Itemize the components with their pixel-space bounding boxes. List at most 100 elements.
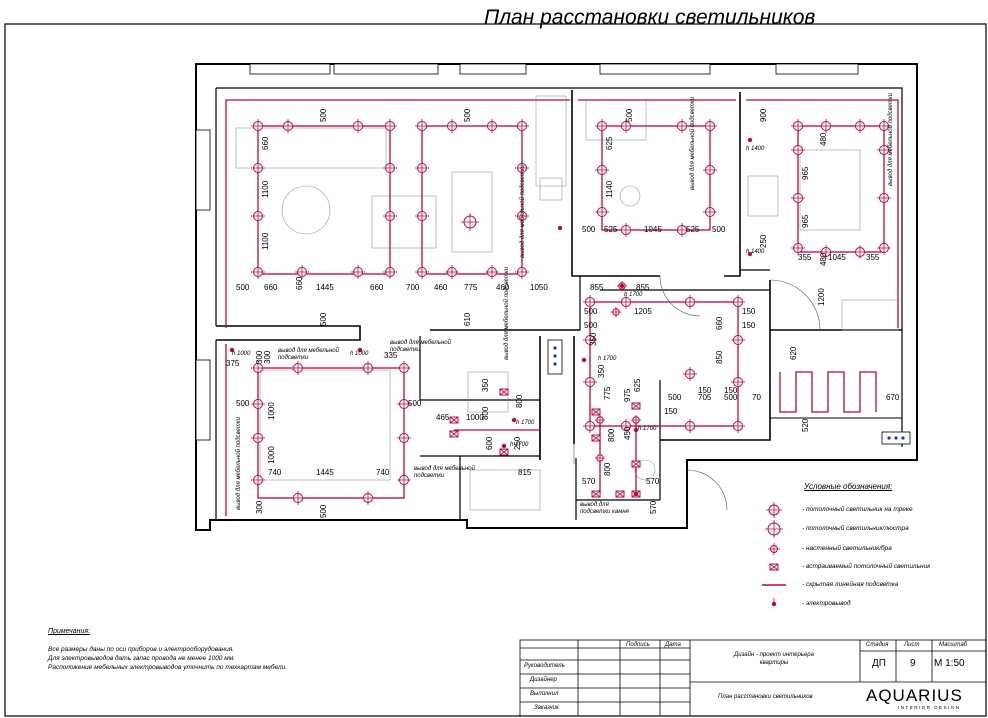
dimension-label: 150 bbox=[742, 307, 756, 316]
tb-drawing-name: План расстановки светильников bbox=[718, 694, 813, 700]
outlet-note: вывод для мебельной подсветки bbox=[504, 267, 510, 360]
recessed-light-icon bbox=[631, 402, 641, 410]
dimension-label: 570 bbox=[582, 477, 596, 486]
dimension-label: 660 bbox=[370, 283, 384, 292]
dimension-label: 500 bbox=[236, 283, 250, 292]
outlet-icon bbox=[619, 283, 625, 289]
track-light-icon bbox=[383, 161, 397, 175]
track-light-icon bbox=[683, 419, 697, 433]
dimension-label: 740 bbox=[376, 468, 390, 477]
outlet-icon bbox=[557, 225, 563, 231]
dimension-label: 355 bbox=[866, 253, 880, 262]
dimension-label: 900 bbox=[759, 108, 768, 122]
tb-scale-label: Масштаб bbox=[939, 642, 968, 648]
track-light-icon bbox=[675, 119, 689, 133]
furniture bbox=[235, 95, 899, 511]
dimension-label: 520 bbox=[801, 418, 810, 432]
dimension-label: 500 bbox=[584, 321, 598, 330]
recessed-light-icon bbox=[499, 388, 509, 396]
dimension-label: 500 bbox=[319, 312, 328, 326]
logo-subtitle: INTERIOR DESIGN bbox=[898, 705, 961, 710]
dimension-label: 250 bbox=[513, 436, 522, 450]
dimension-label: 610 bbox=[463, 312, 472, 326]
track-light-icon bbox=[703, 119, 717, 133]
height-label: h 1700 bbox=[516, 420, 535, 426]
dimension-label: 800 bbox=[481, 406, 490, 420]
track-light-icon bbox=[595, 205, 609, 219]
note-line: Для электровыводов дать запас провода не… bbox=[48, 655, 235, 662]
outlets bbox=[229, 137, 753, 497]
outlet-note: вывод для мебельной подсветки bbox=[888, 93, 894, 186]
fixtures-layer bbox=[251, 119, 891, 505]
dimension-label: 775 bbox=[464, 283, 478, 292]
dimension-label: 660 bbox=[295, 276, 304, 290]
track-light-icon bbox=[251, 161, 265, 175]
dimension-label: 150 bbox=[698, 386, 712, 395]
track-light-icon bbox=[731, 333, 745, 347]
dimension-label: 1000 bbox=[267, 446, 276, 464]
track-light-icon bbox=[351, 265, 365, 279]
dimension-label: 335 bbox=[384, 351, 398, 360]
track-light-icon bbox=[683, 295, 697, 309]
track-light-icon bbox=[515, 209, 529, 223]
track-light-icon bbox=[703, 163, 717, 177]
wall-sconce-icon bbox=[631, 415, 641, 425]
dimension-label: 1445 bbox=[316, 468, 334, 477]
dimension-label: 660 bbox=[264, 283, 278, 292]
outlet-note: вывод для мебельной подсветки bbox=[236, 417, 242, 510]
tb-stage-value: ДП bbox=[872, 658, 886, 669]
dimension-label: 350 bbox=[481, 378, 490, 392]
track-light-icon bbox=[791, 241, 805, 255]
track-light-icon bbox=[397, 361, 411, 375]
legend-item-outlet: - электровывод bbox=[802, 600, 851, 607]
track-light-icon bbox=[791, 143, 805, 157]
track-light-icon bbox=[583, 375, 597, 389]
outlet-icon bbox=[511, 417, 517, 423]
track-light-icon bbox=[397, 431, 411, 445]
dimension-label: 150 bbox=[664, 407, 678, 416]
tb-role: Заказчик bbox=[534, 705, 559, 711]
legend-title: Условные обозначения: bbox=[804, 482, 893, 491]
dimension-label: 500 bbox=[724, 393, 738, 402]
dimension-label: 480 bbox=[819, 132, 828, 146]
height-label: h 1400 bbox=[746, 249, 765, 255]
dimension-label: 815 bbox=[518, 468, 532, 477]
dimension-label: 250 bbox=[759, 234, 768, 248]
dimension-label: 70 bbox=[752, 393, 761, 402]
track-light-icon bbox=[583, 333, 597, 347]
dimension-label: 150 bbox=[742, 321, 756, 330]
dimension-label: 500 bbox=[319, 504, 328, 518]
dimension-label: 570 bbox=[646, 477, 660, 486]
dimension-label: 300 bbox=[263, 350, 272, 364]
wall-sconce-icon bbox=[595, 453, 605, 463]
track-light-icon bbox=[731, 375, 745, 389]
legend-swatches bbox=[762, 502, 786, 607]
dimension-label: 500 bbox=[463, 108, 472, 122]
dimension-label: 500 bbox=[319, 108, 328, 122]
wall-sconce-icon bbox=[595, 415, 605, 425]
notes-title: Примечания: bbox=[48, 628, 91, 635]
ceiling-chandelier-icon bbox=[461, 213, 479, 231]
track-light-icon bbox=[415, 265, 429, 279]
tb-scale-value: М 1:50 bbox=[934, 658, 965, 669]
track-light-icon bbox=[251, 119, 265, 133]
track-light-icon bbox=[445, 265, 459, 279]
dimension-label: 740 bbox=[268, 468, 282, 477]
dimension-label: 1000 bbox=[466, 413, 484, 422]
dimension-label: 500 bbox=[712, 225, 726, 234]
track-light-icon bbox=[819, 245, 833, 259]
outlet-icon bbox=[633, 491, 639, 497]
recessed-light-icon bbox=[499, 448, 509, 456]
aquarius-logo: AQUARIUS bbox=[866, 686, 963, 705]
track-light-icon bbox=[397, 473, 411, 487]
dimension-label: 460 bbox=[496, 283, 510, 292]
dimension-label: 1000 bbox=[267, 402, 276, 420]
track-light-icon bbox=[383, 265, 397, 279]
track-light-icon bbox=[445, 119, 459, 133]
track-light-icon bbox=[731, 419, 745, 433]
track-light-icon bbox=[675, 223, 689, 237]
track-light-icon bbox=[853, 245, 867, 259]
dimension-label: 975 bbox=[623, 388, 632, 402]
track-light-icon bbox=[819, 119, 833, 133]
